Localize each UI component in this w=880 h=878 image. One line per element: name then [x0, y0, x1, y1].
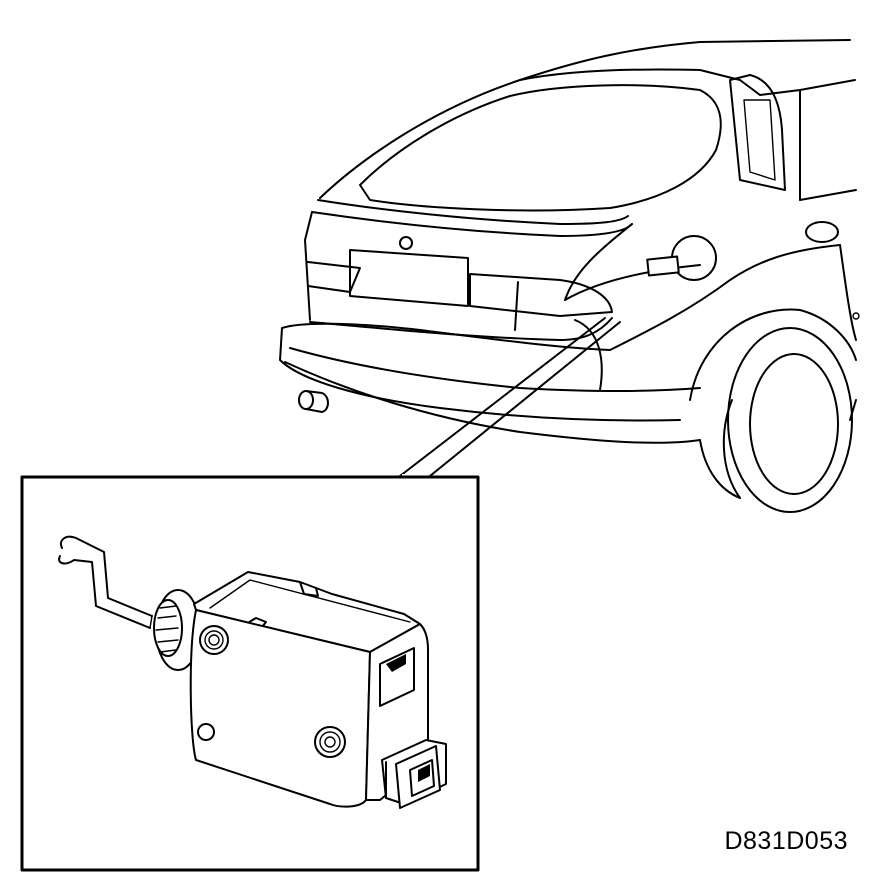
detail-inset-frame — [20, 475, 480, 872]
mounting-hole-top — [199, 625, 229, 655]
mounting-hole-bottom — [314, 726, 346, 758]
car-rear-view — [279, 39, 860, 513]
lock-actuator — [58, 535, 447, 809]
drawing-code-label: D831D053 — [724, 827, 848, 855]
callout-leader — [399, 317, 621, 477]
electrical-connector — [381, 739, 447, 809]
